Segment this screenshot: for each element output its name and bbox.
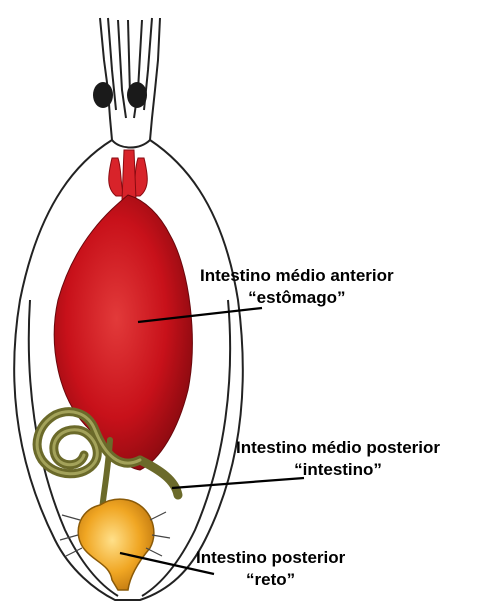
left-eye [93, 82, 113, 108]
label-midgut-anterior-line1: Intestino médio anterior [200, 265, 394, 287]
label-hindgut: Intestino posterior “reto” [196, 547, 345, 591]
eyes [93, 82, 147, 108]
label-midgut-posterior: Intestino médio posterior “intestino” [236, 437, 440, 481]
label-midgut-anterior-line2: “estômago” [200, 287, 394, 309]
label-hindgut-line2: “reto” [196, 569, 345, 591]
hindgut-shape [60, 499, 170, 590]
label-midgut-posterior-line1: Intestino médio posterior [236, 437, 440, 459]
label-midgut-anterior: Intestino médio anterior “estômago” [200, 265, 394, 309]
right-eye [127, 82, 147, 108]
foregut [109, 150, 148, 200]
label-hindgut-line1: Intestino posterior [196, 547, 345, 569]
label-midgut-posterior-line2: “intestino” [236, 459, 440, 481]
